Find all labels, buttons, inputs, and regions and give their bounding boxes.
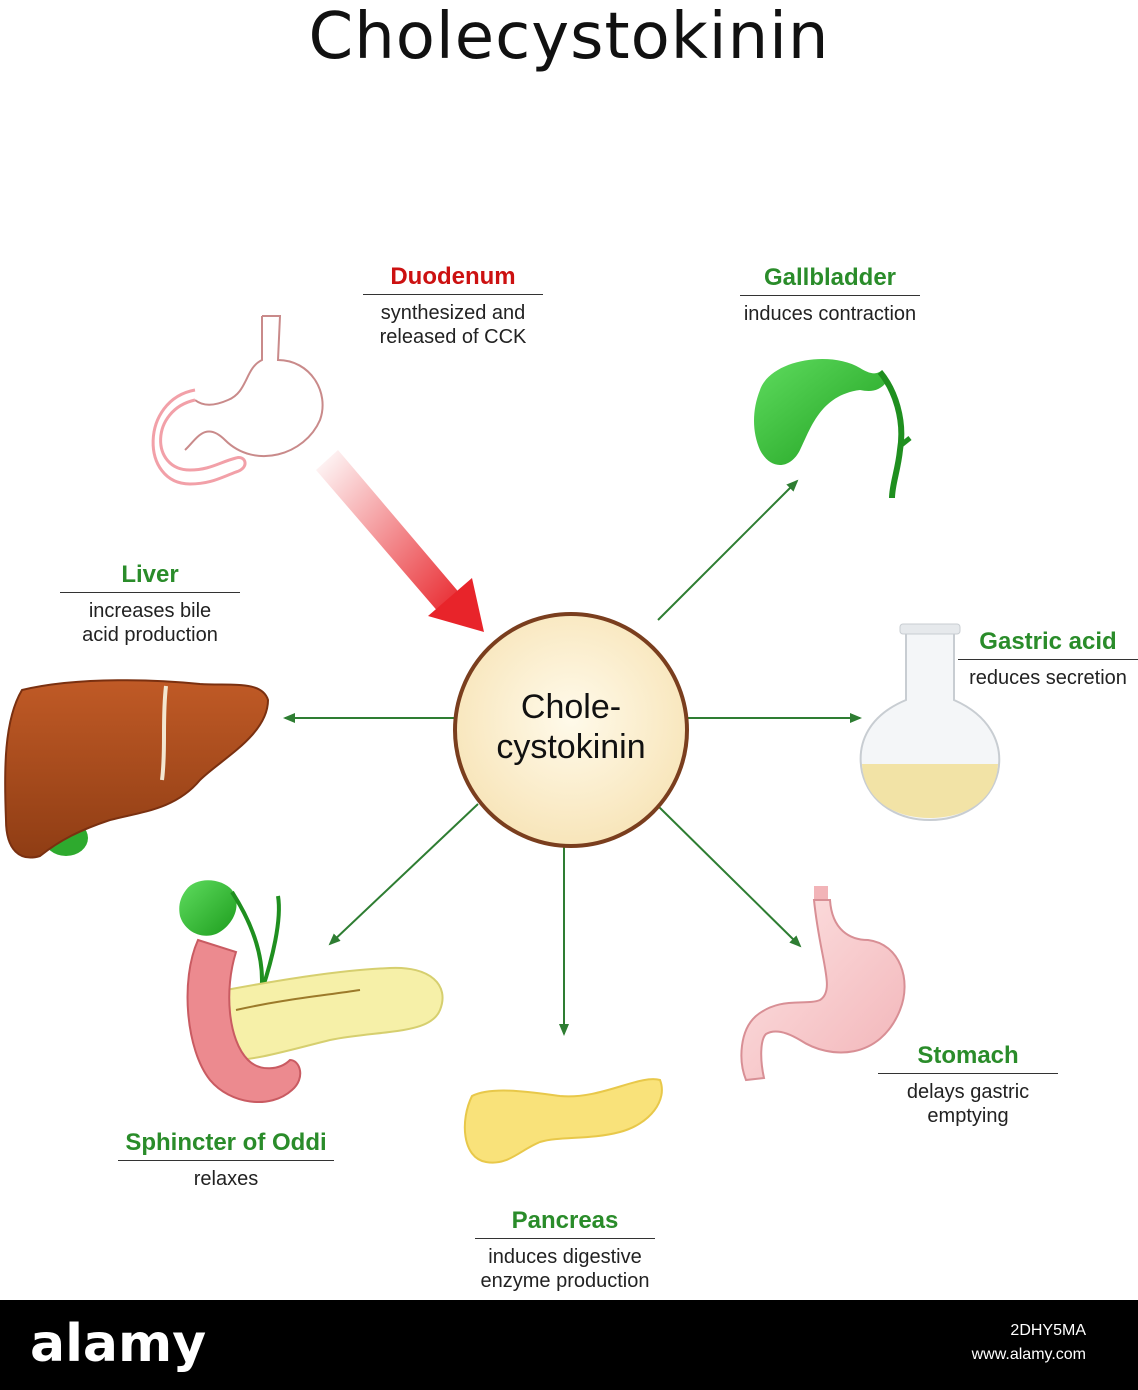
gastric-acid-rule [958, 659, 1138, 660]
label-pancreas: Pancreas induces digestive enzyme produc… [475, 1206, 655, 1293]
liver-desc: increases bile acid production [82, 600, 218, 646]
label-liver: Liver increases bile acid production [60, 560, 240, 647]
arrow-to-stomach [657, 805, 802, 948]
pancreas-rule [475, 1238, 655, 1239]
gastric-acid-desc: reduces secretion [969, 667, 1127, 689]
label-stomach: Stomach delays gastric emptying [878, 1041, 1058, 1128]
stomach-rule [878, 1073, 1058, 1074]
center-circle: Chole- cystokinin [453, 612, 689, 848]
watermark-bar: alamy 2DHY5MA www.alamy.com [0, 1300, 1138, 1390]
label-duodenum: Duodenum synthesized and released of CCK [363, 262, 543, 349]
sphincter-name: Sphincter of Oddi [125, 1129, 327, 1156]
pancreas-name: Pancreas [511, 1207, 619, 1234]
liver-rule [60, 592, 240, 593]
watermark-url: www.alamy.com [971, 1346, 1086, 1363]
label-sphincter: Sphincter of Oddi relaxes [118, 1128, 334, 1191]
arrow-to-sphincter [328, 803, 479, 946]
sphincter-illustration [179, 880, 444, 1103]
duodenum-rule [363, 294, 543, 295]
duodenum-illustration [151, 315, 324, 486]
center-label-line1: Chole- [521, 688, 621, 726]
gallbladder-desc: induces contraction [743, 303, 917, 325]
gastric-acid-name: Gastric acid [979, 628, 1117, 655]
pancreas-illustration [463, 1078, 663, 1164]
flask-illustration [859, 623, 1001, 822]
stomach-illustration [740, 886, 906, 1082]
sphincter-rule [118, 1160, 334, 1161]
gallbladder-illustration [754, 359, 912, 499]
watermark-image-id: 2DHY5MA [1010, 1322, 1086, 1339]
center-label-line2: cystokinin [496, 728, 645, 766]
stomach-desc: delays gastric emptying [906, 1081, 1030, 1127]
cck-diagram: Chole- cystokinin [4, 315, 1001, 1164]
label-gastric-acid: Gastric acid reduces secretion [958, 627, 1138, 690]
page-title: Cholecystokinin [308, 0, 830, 74]
liver-name: Liver [121, 561, 179, 588]
watermark-logo: alamy [30, 1314, 207, 1374]
gallbladder-name: Gallbladder [763, 264, 897, 291]
liver-illustration [4, 679, 270, 859]
duodenum-desc: synthesized and released of CCK [379, 302, 527, 348]
label-gallbladder: Gallbladder induces contraction [740, 263, 920, 326]
stomach-name: Stomach [917, 1042, 1019, 1069]
sphincter-desc: relaxes [193, 1168, 259, 1190]
arrow-to-gallbladder [657, 479, 799, 621]
gallbladder-rule [740, 295, 920, 296]
duodenum-name: Duodenum [390, 263, 516, 290]
pancreas-desc: induces digestive enzyme production [480, 1246, 650, 1292]
red-arrow [316, 450, 484, 632]
